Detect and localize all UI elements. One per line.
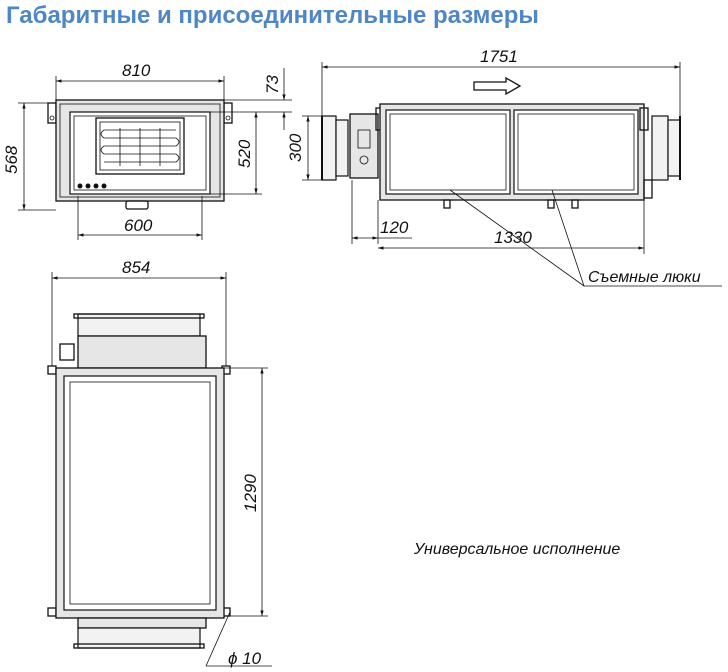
dim-854: 854 — [122, 258, 150, 277]
front-view — [18, 68, 292, 240]
dim-1290: 1290 — [241, 474, 260, 512]
top-view — [47, 272, 272, 667]
dim-600: 600 — [124, 216, 153, 235]
dim-1330: 1330 — [494, 228, 532, 247]
dim-300: 300 — [286, 133, 305, 162]
side-view — [302, 62, 722, 287]
dim-520: 520 — [235, 139, 254, 168]
label-removable-hatches: Съемные люки — [588, 269, 701, 286]
label-universal-version: Универсальное исполнение — [413, 541, 620, 558]
dim-73: 73 — [263, 75, 282, 94]
page-title: Габаритные и присоединительные размеры — [6, 2, 539, 29]
dim-120: 120 — [380, 218, 409, 237]
dim-568: 568 — [2, 145, 21, 174]
dim-hole-diameter: ϕ 10 — [228, 649, 262, 668]
dim-810: 810 — [122, 61, 151, 80]
dim-1751: 1751 — [480, 47, 518, 66]
